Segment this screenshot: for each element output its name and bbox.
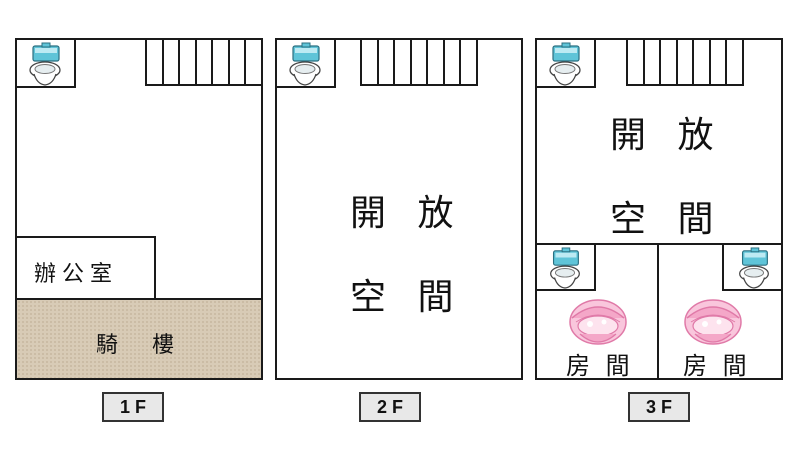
floor-2-open-space-line1: 開 放: [350, 193, 464, 234]
floor-1-badge: 1 F: [102, 392, 164, 422]
toilet-icon: [549, 42, 581, 86]
cradle-icon: [569, 299, 627, 345]
floor-3-room-left-label: 房 間: [566, 352, 634, 380]
floor-3-stairs: [626, 38, 744, 86]
floor-2-badge: 2 F: [359, 392, 421, 422]
toilet-icon: [29, 42, 61, 86]
floor-3-open-space-line2: 空 間: [610, 199, 724, 240]
toilet-icon: [289, 42, 321, 86]
floor-3-badge: 3 F: [628, 392, 690, 422]
floor-3-open-space-line1: 開 放: [610, 115, 724, 156]
floor-1-stairs: [145, 38, 263, 86]
floor-3-room-divider-vertical: [657, 243, 659, 380]
arcade-label: 騎 樓: [96, 333, 181, 358]
office-label: 辦公室: [34, 262, 119, 287]
toilet-icon: [550, 247, 580, 289]
floor-1-arcade-area: [15, 298, 263, 380]
floor-2-open-space-line2: 空 間: [350, 277, 464, 318]
toilet-icon: [739, 247, 769, 289]
floor-2-plan: [275, 38, 523, 380]
cradle-icon: [684, 299, 742, 345]
floor-3-room-right-label: 房 間: [683, 352, 751, 380]
floor-2-stairs: [360, 38, 478, 86]
floor-3-room-divider-horizontal: [535, 243, 783, 245]
